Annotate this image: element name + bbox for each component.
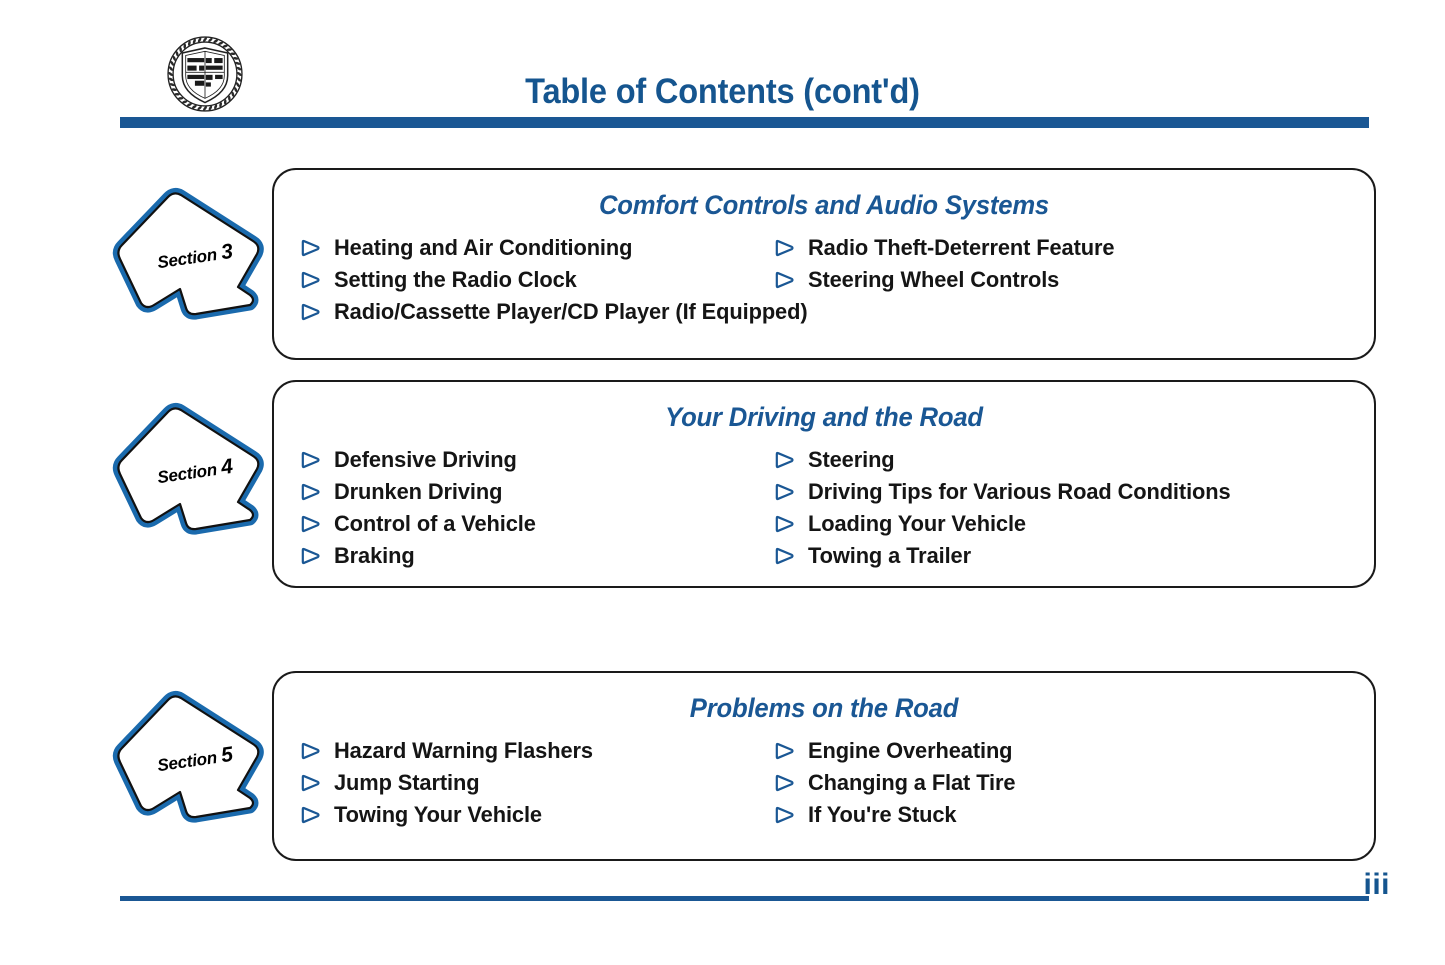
toc-entry[interactable]: Radio/Cassette Player/CD Player (If Equi… [300, 296, 808, 328]
toc-entry[interactable]: Changing a Flat Tire [774, 767, 1294, 799]
toc-entry-label: Control of a Vehicle [334, 511, 536, 536]
toc-entry[interactable]: Hazard Warning Flashers [300, 735, 774, 767]
toc-entry-label: Drunken Driving [334, 479, 503, 504]
entry-column-left: Defensive Driving Drunken Driving Contro… [300, 444, 774, 572]
toc-entry[interactable]: Radio Theft-Deterrent Feature [774, 232, 1294, 264]
triangle-bullet-icon [300, 450, 322, 470]
toc-entry-label: Towing Your Vehicle [334, 802, 542, 827]
section-entry-columns: Hazard Warning Flashers Jump Starting To… [300, 735, 1294, 831]
header-rule [120, 117, 1369, 128]
section-title: Problems on the Road [689, 693, 959, 723]
section-tab-marker-5[interactable]: Section 5 [110, 686, 270, 826]
toc-entry-label: Setting the Radio Clock [334, 267, 577, 292]
entry-column-left: Hazard Warning Flashers Jump Starting To… [300, 735, 774, 831]
triangle-bullet-icon [300, 482, 322, 502]
toc-entry[interactable]: Setting the Radio Clock [300, 264, 774, 296]
section-entry-columns: Defensive Driving Drunken Driving Contro… [300, 444, 1294, 572]
page-title: Table of Contents (cont'd) [525, 72, 920, 111]
section-content-box-4: Your Driving and the Road Defensive Driv… [272, 380, 1376, 588]
toc-entry-label: Changing a Flat Tire [808, 770, 1016, 795]
triangle-bullet-icon [300, 741, 322, 761]
toc-entry[interactable]: If You're Stuck [774, 799, 1294, 831]
toc-entry[interactable]: Braking [300, 540, 774, 572]
entry-column-right: Steering Driving Tips for Various Road C… [774, 444, 1294, 572]
entry-column-right: Radio Theft-Deterrent Feature Steering W… [774, 232, 1294, 328]
triangle-bullet-icon [300, 238, 322, 258]
triangle-bullet-icon [774, 270, 796, 290]
toc-entry[interactable]: Loading Your Vehicle [774, 508, 1294, 540]
page-header: Table of Contents (cont'd) [0, 0, 1445, 140]
page-number: iii [1363, 868, 1390, 901]
triangle-bullet-icon [774, 482, 796, 502]
toc-entry[interactable]: Steering Wheel Controls [774, 264, 1294, 296]
triangle-bullet-icon [774, 514, 796, 534]
toc-entry-label: If You're Stuck [808, 802, 957, 827]
toc-entry[interactable]: Towing a Trailer [774, 540, 1294, 572]
entry-column-right: Engine Overheating Changing a Flat Tire … [774, 735, 1294, 831]
triangle-bullet-icon [774, 741, 796, 761]
section-tab-marker-3[interactable]: Section 3 [110, 183, 270, 323]
toc-entry[interactable]: Jump Starting [300, 767, 774, 799]
triangle-bullet-icon [300, 270, 322, 290]
triangle-bullet-icon [774, 805, 796, 825]
toc-entry-label: Towing a Trailer [808, 543, 971, 568]
toc-entry-label: Heating and Air Conditioning [334, 235, 633, 260]
toc-entry-label: Hazard Warning Flashers [334, 738, 593, 763]
toc-entry-label: Braking [334, 543, 415, 568]
cadillac-crest-logo [167, 36, 243, 112]
triangle-bullet-icon [774, 238, 796, 258]
triangle-bullet-icon [300, 773, 322, 793]
toc-entry[interactable]: Heating and Air Conditioning [300, 232, 774, 264]
toc-entry-label: Defensive Driving [334, 447, 517, 472]
toc-entry-label: Driving Tips for Various Road Conditions [808, 479, 1231, 504]
section-tab-marker-4[interactable]: Section 4 [110, 398, 270, 538]
section-title: Your Driving and the Road [665, 402, 983, 432]
triangle-bullet-icon [300, 805, 322, 825]
footer-rule [120, 896, 1369, 901]
toc-entry-label: Engine Overheating [808, 738, 1013, 763]
section-content-box-3: Comfort Controls and Audio Systems Heati… [272, 168, 1376, 360]
toc-entry[interactable]: Defensive Driving [300, 444, 774, 476]
toc-entry[interactable]: Drunken Driving [300, 476, 774, 508]
entry-column-left: Heating and Air Conditioning Setting the… [300, 232, 808, 328]
toc-entry[interactable]: Steering [774, 444, 1294, 476]
toc-entry[interactable]: Control of a Vehicle [300, 508, 774, 540]
toc-entry-label: Steering Wheel Controls [808, 267, 1060, 292]
section-title: Comfort Controls and Audio Systems [598, 190, 1050, 220]
toc-entry-label: Jump Starting [334, 770, 480, 795]
triangle-bullet-icon [774, 773, 796, 793]
toc-entry[interactable]: Driving Tips for Various Road Conditions [774, 476, 1294, 508]
toc-entry-label: Loading Your Vehicle [808, 511, 1026, 536]
triangle-bullet-icon [774, 546, 796, 566]
section-entry-columns: Heating and Air Conditioning Setting the… [300, 232, 1294, 328]
section-content-box-5: Problems on the Road Hazard Warning Flas… [272, 671, 1376, 861]
toc-entry[interactable]: Towing Your Vehicle [300, 799, 774, 831]
toc-entry-label: Radio/Cassette Player/CD Player (If Equi… [334, 299, 808, 324]
triangle-bullet-icon [300, 302, 322, 322]
toc-entry[interactable]: Engine Overheating [774, 735, 1294, 767]
triangle-bullet-icon [300, 546, 322, 566]
toc-entry-label: Steering [808, 447, 895, 472]
triangle-bullet-icon [774, 450, 796, 470]
triangle-bullet-icon [300, 514, 322, 534]
toc-entry-label: Radio Theft-Deterrent Feature [808, 235, 1115, 260]
